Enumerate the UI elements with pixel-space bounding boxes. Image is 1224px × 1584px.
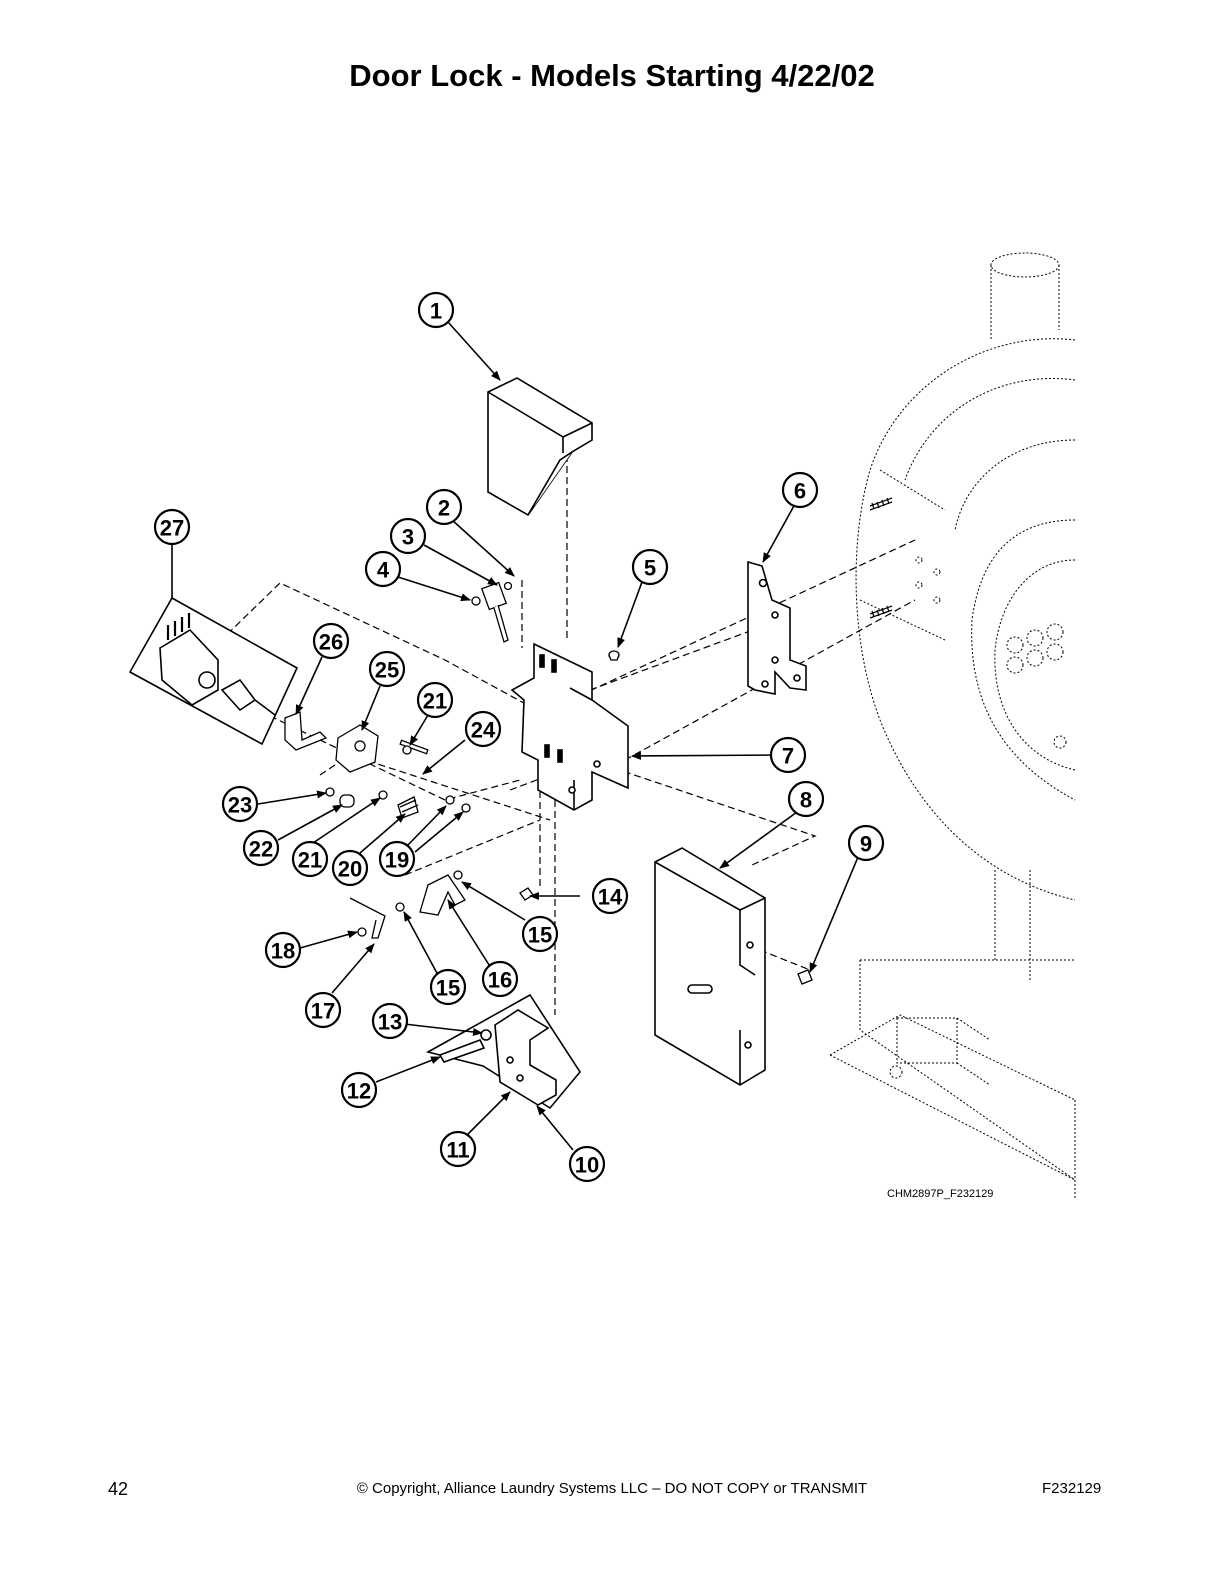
- svg-text:12: 12: [347, 1079, 371, 1104]
- part-10-bracket: [425, 993, 581, 1110]
- svg-text:25: 25: [375, 658, 399, 683]
- part-1-cover: [487, 377, 593, 517]
- svg-text:19: 19: [385, 848, 409, 873]
- part-9-screw: [797, 969, 813, 985]
- callout-19: 19: [378, 840, 416, 878]
- callout-21b: 21: [416, 681, 454, 719]
- svg-text:2: 2: [438, 496, 450, 521]
- svg-text:23: 23: [228, 793, 252, 818]
- machine-outline: [829, 252, 1076, 1200]
- svg-text:13: 13: [378, 1010, 402, 1035]
- leader-lines: [257, 321, 859, 1151]
- svg-text:21: 21: [423, 689, 447, 714]
- page-number: 42: [108, 1479, 129, 1499]
- callout-26: 26: [312, 622, 350, 660]
- callout-24: 24: [464, 710, 502, 748]
- svg-text:21: 21: [298, 848, 322, 873]
- callout-14: 14: [591, 877, 629, 915]
- svg-text:26: 26: [319, 630, 343, 655]
- svg-text:18: 18: [271, 939, 295, 964]
- callout-22: 22: [242, 829, 280, 867]
- svg-text:27: 27: [160, 516, 184, 541]
- callout-16: 16: [481, 960, 519, 998]
- document-code: F232129: [1042, 1480, 1102, 1497]
- svg-text:22: 22: [249, 837, 273, 862]
- callout-3: 3: [389, 517, 427, 555]
- part-5-screw: [608, 650, 620, 661]
- callout-15a: 15: [521, 915, 559, 953]
- callout-6: 6: [781, 471, 819, 509]
- callout-27: 27: [153, 508, 191, 546]
- part-2-latch: [471, 581, 513, 643]
- callout-2: 2: [425, 488, 463, 526]
- callout-12: 12: [340, 1071, 378, 1109]
- svg-text:15: 15: [528, 923, 552, 948]
- svg-text:11: 11: [446, 1138, 469, 1163]
- callout-15b: 15: [429, 968, 467, 1006]
- svg-text:3: 3: [402, 525, 414, 550]
- callout-1: 1: [417, 291, 455, 329]
- part-27-solenoid: [128, 596, 299, 746]
- svg-text:10: 10: [575, 1153, 599, 1178]
- mounting-studs: [869, 497, 893, 619]
- part-8-guard: [654, 847, 766, 1086]
- figure-id: CHM2897P_F232129: [887, 1188, 994, 1200]
- small-parts: [284, 711, 534, 901]
- svg-text:24: 24: [471, 718, 496, 743]
- svg-text:15: 15: [436, 976, 460, 1001]
- svg-text:9: 9: [860, 832, 872, 857]
- callout-11: 11: [439, 1130, 477, 1168]
- callout-5: 5: [631, 548, 669, 586]
- parts-15-18: [349, 874, 466, 939]
- callout-23: 23: [221, 785, 259, 823]
- callout-10: 10: [568, 1145, 606, 1183]
- callout-20: 20: [331, 849, 369, 887]
- svg-text:17: 17: [311, 999, 335, 1024]
- callout-25: 25: [368, 650, 406, 688]
- callout-4: 4: [364, 550, 402, 588]
- svg-text:20: 20: [338, 857, 362, 882]
- callout-13: 13: [371, 1002, 409, 1040]
- page-title: Door Lock - Models Starting 4/22/02: [349, 58, 875, 93]
- callout-21a: 21: [291, 840, 329, 878]
- callout-9: 9: [847, 824, 885, 862]
- callout-17: 17: [304, 991, 342, 1029]
- svg-text:1: 1: [430, 299, 442, 324]
- copyright-notice: © Copyright, Alliance Laundry Systems LL…: [356, 1480, 868, 1497]
- svg-text:7: 7: [782, 744, 794, 769]
- svg-text:16: 16: [488, 968, 512, 993]
- svg-text:5: 5: [644, 556, 656, 581]
- callout-8: 8: [787, 780, 825, 818]
- svg-text:4: 4: [377, 558, 390, 583]
- callout-18: 18: [264, 931, 302, 969]
- svg-text:8: 8: [800, 788, 812, 813]
- part-6-bracket: [747, 560, 807, 695]
- svg-text:14: 14: [598, 885, 623, 910]
- part-7-plate: [510, 642, 629, 811]
- callout-7: 7: [769, 736, 807, 774]
- svg-text:6: 6: [794, 479, 806, 504]
